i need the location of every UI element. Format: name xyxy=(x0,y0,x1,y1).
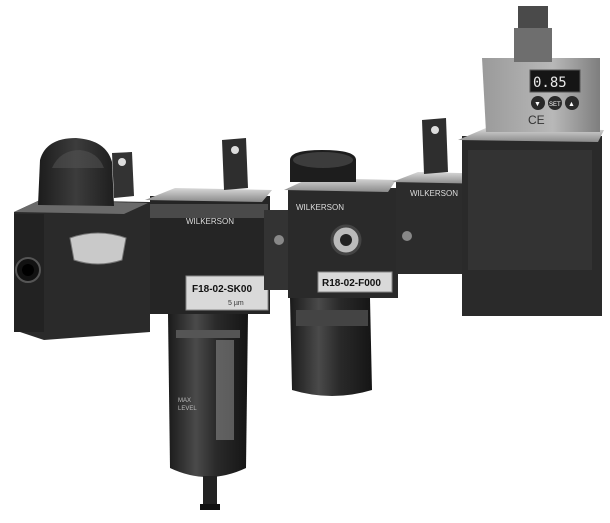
up-button-glyph: ▲ xyxy=(568,101,575,108)
bowl-max-text: MAX xyxy=(178,398,191,404)
filter-module xyxy=(145,138,272,510)
filter-label: F18-02-SK00 xyxy=(192,284,252,295)
bowl-sight-glass xyxy=(216,340,234,440)
lcd-value: 0.85 xyxy=(533,75,567,91)
regulator-label: R18-02-F000 xyxy=(322,278,381,289)
regulator-label-plate xyxy=(317,271,393,293)
set-button-label: SET xyxy=(549,102,561,108)
mounting-bracket xyxy=(112,152,134,198)
dome-cap xyxy=(38,138,114,206)
filter-brand: WILKERSON xyxy=(186,217,234,226)
bowl-level-text: LEVEL xyxy=(178,406,197,412)
inlet-port-block xyxy=(14,200,150,340)
ce-mark: CE xyxy=(528,113,545,127)
regulator-brand: WILKERSON xyxy=(296,203,344,212)
set-button[interactable] xyxy=(548,96,562,110)
down-button[interactable] xyxy=(531,96,545,110)
regulator-module xyxy=(284,150,398,396)
gauge-window xyxy=(69,232,127,265)
filter-bowl xyxy=(168,314,248,477)
bracket-brand: WILKERSON xyxy=(410,189,458,198)
up-button[interactable] xyxy=(565,96,579,110)
drain-valve xyxy=(203,476,217,506)
filter-label-plate xyxy=(185,275,269,311)
down-button-glyph: ▼ xyxy=(534,101,541,108)
filter-sublabel: 5 µm xyxy=(228,300,244,307)
electronic-regulator xyxy=(458,6,604,316)
lcd-display xyxy=(529,69,581,93)
